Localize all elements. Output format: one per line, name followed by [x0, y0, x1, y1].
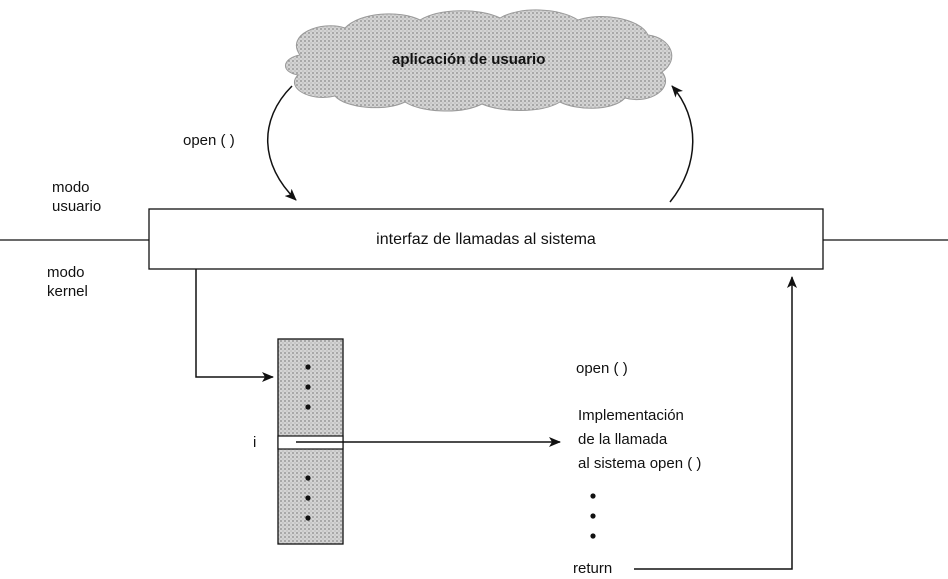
open-call-label: open ( ) [183, 132, 235, 149]
return-arrow [634, 276, 797, 570]
return-label: return [573, 560, 613, 577]
dispatch-arrow [195, 269, 274, 382]
system-call-interface-box [148, 208, 824, 270]
return-to-app-arrow [669, 85, 694, 203]
implementation-ellipsis [590, 493, 596, 539]
kernel-mode-label: modo kernel [47, 263, 88, 301]
implementation-line1: Implementación [578, 407, 684, 424]
implementation-line3: al sistema open ( ) [578, 455, 702, 472]
table-ellipsis-bottom [305, 475, 311, 521]
system-call-interface-label: interfaz de llamadas al sistema [376, 231, 596, 248]
table-ellipsis-top [305, 364, 311, 410]
implementation-description: Implementación de la llamada al sistema … [578, 404, 701, 476]
user-mode-line1: modo [52, 179, 90, 196]
open-call-arrow [267, 85, 297, 201]
kernel-mode-line1: modo [47, 264, 85, 281]
table-index-label: i [253, 434, 257, 451]
user-mode-label: modo usuario [52, 178, 101, 216]
user-mode-line2: usuario [52, 198, 102, 215]
implementation-line2: de la llamada [578, 431, 668, 448]
user-application-cloud [285, 9, 673, 112]
implementation-call-label: open ( ) [576, 360, 628, 377]
user-application-label: aplicación de usuario [392, 51, 546, 68]
kernel-mode-line2: kernel [47, 283, 88, 300]
